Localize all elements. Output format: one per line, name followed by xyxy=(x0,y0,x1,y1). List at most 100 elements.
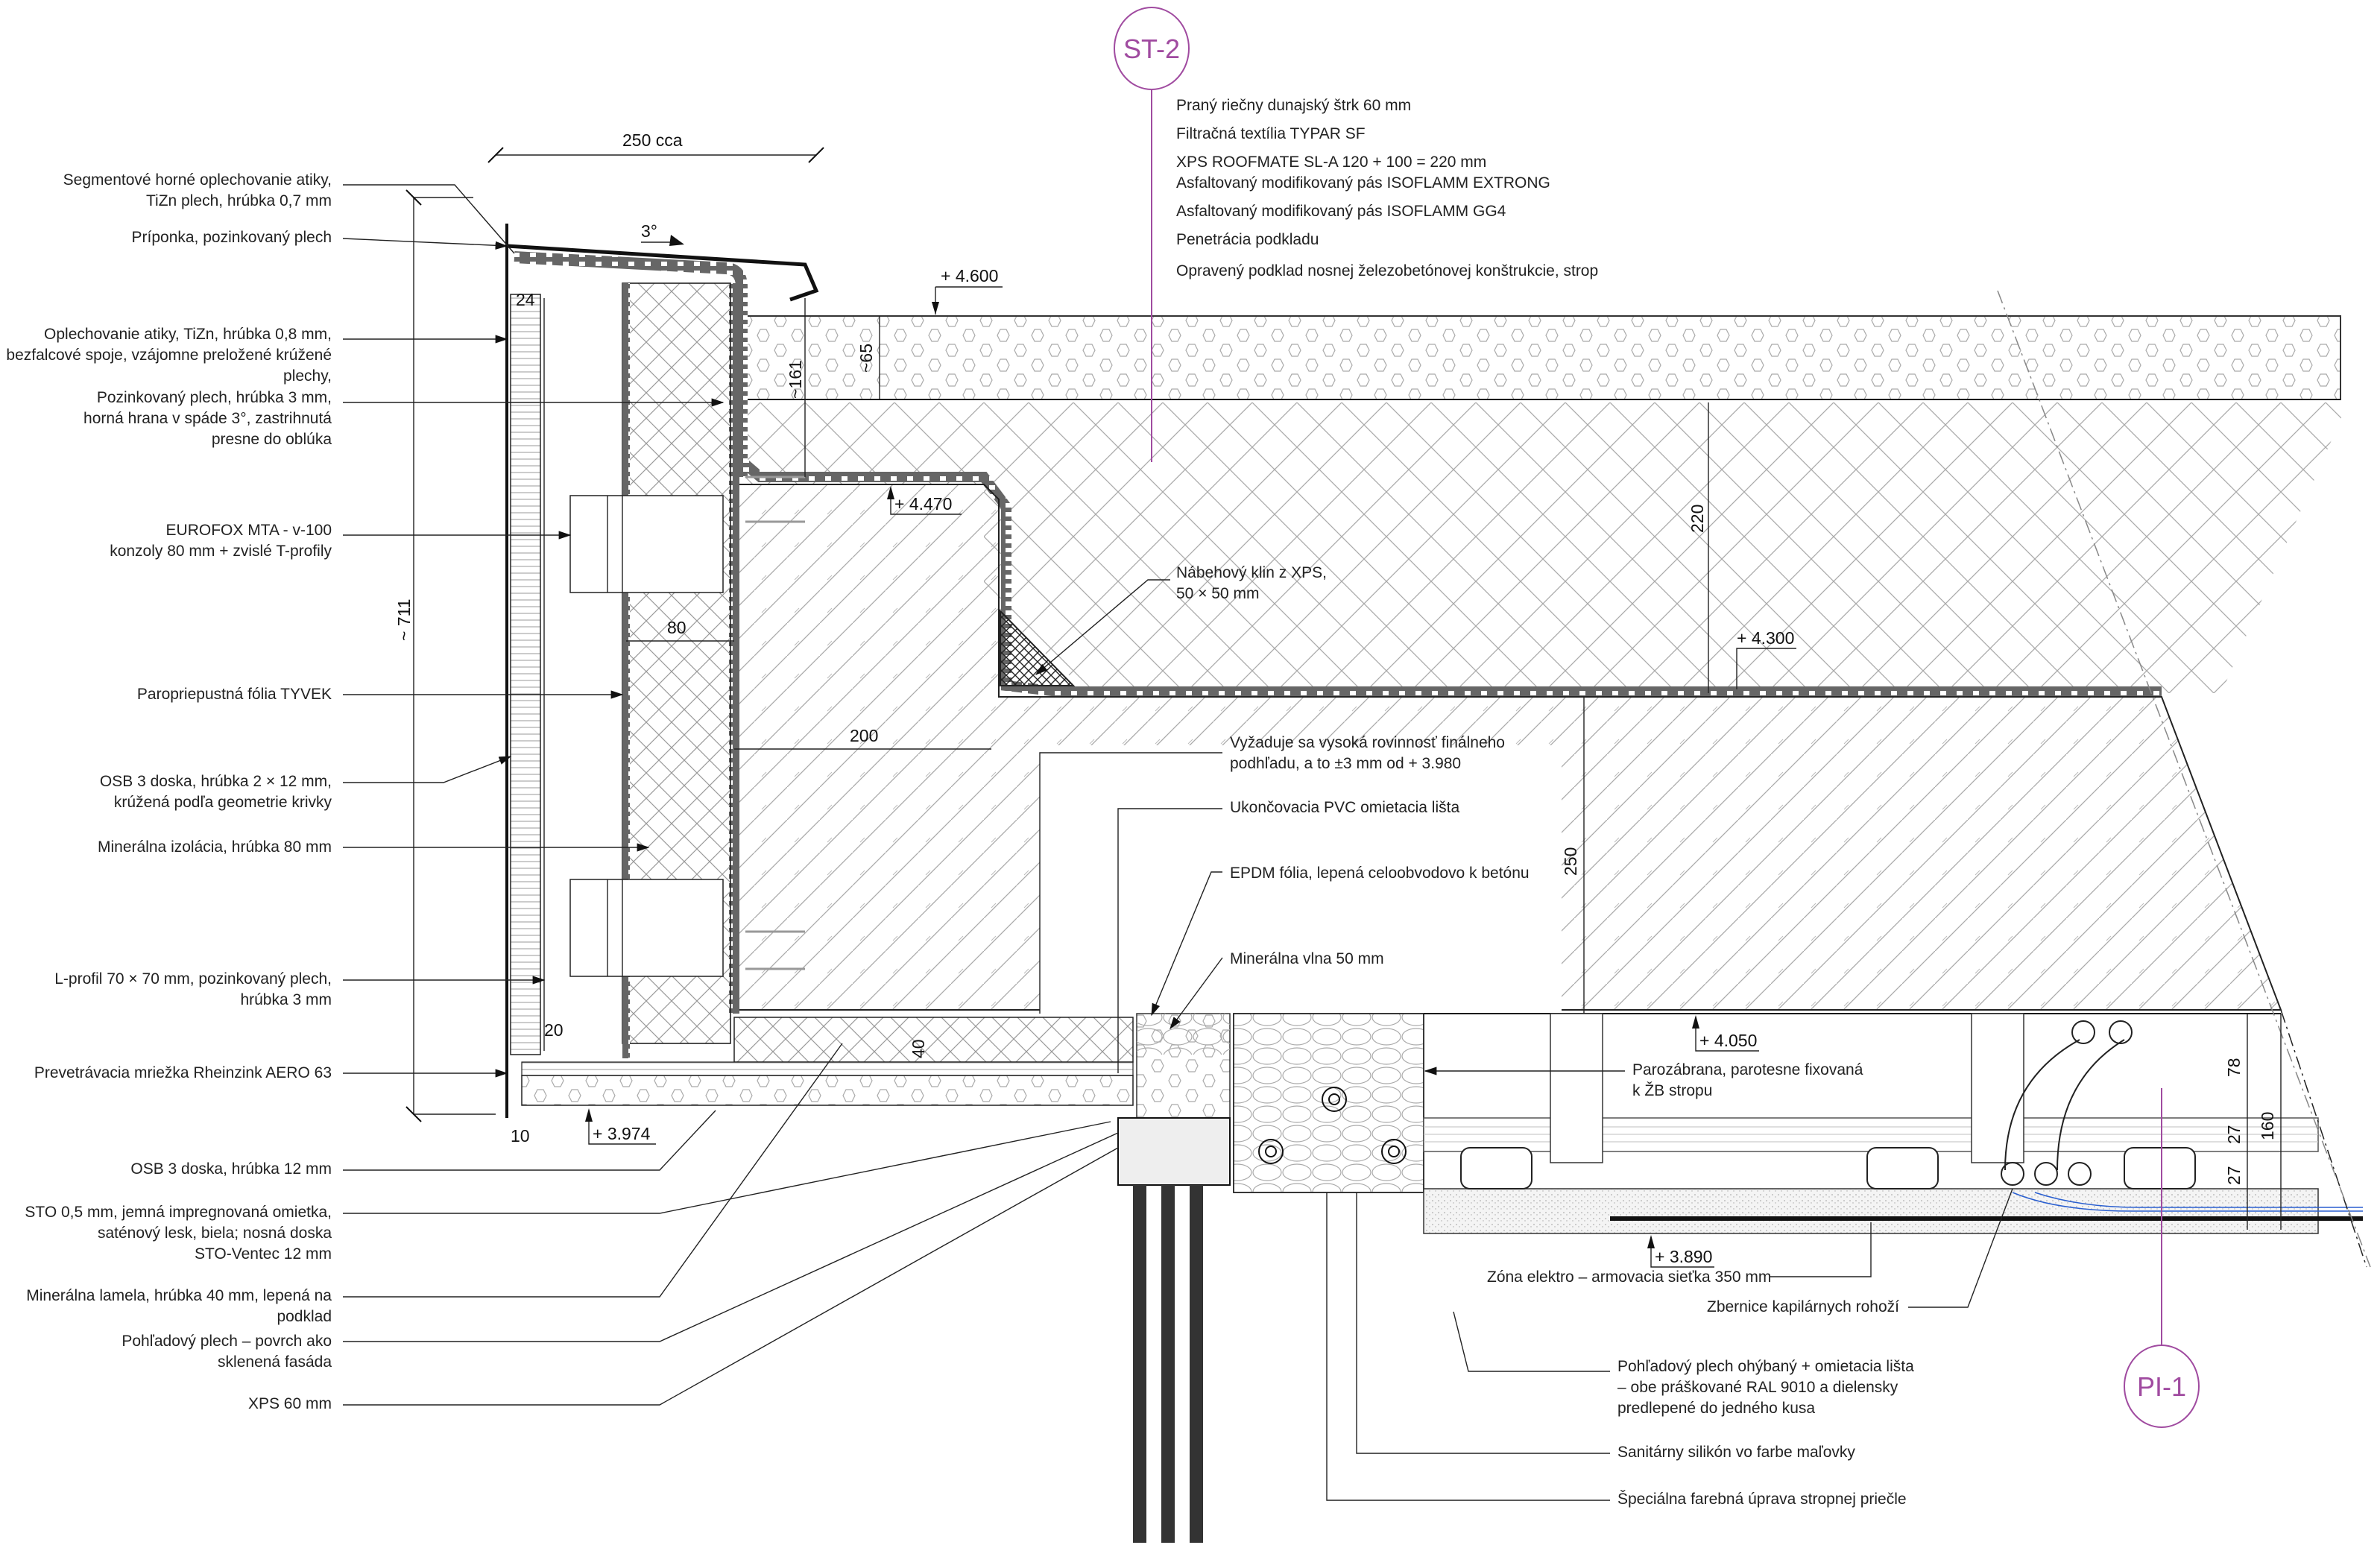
svg-text:+ 4.050: + 4.050 xyxy=(1699,1031,1757,1050)
svg-text:bezfalcové spoje, vzájomne pre: bezfalcové spoje, vzájomne preložené krú… xyxy=(6,347,332,364)
svg-text:Paropriepustná fólia TYVEK: Paropriepustná fólia TYVEK xyxy=(137,686,332,703)
soffit-xps xyxy=(521,1075,1134,1106)
svg-text:L-profil 70 × 70 mm, pozinkova: L-profil 70 × 70 mm, pozinkovaný plech, xyxy=(54,970,332,988)
svg-text:STO 0,5 mm, jemná impregnovaná: STO 0,5 mm, jemná impregnovaná omietka, xyxy=(25,1204,332,1221)
svg-text:Zbernice kapilárnych rohoží: Zbernice kapilárnych rohoží xyxy=(1707,1298,1899,1315)
label-osb-2x12: OSB 3 doska, hrúbka 2 × 12 mm, krúžená p… xyxy=(100,756,512,811)
facade-cladding xyxy=(510,294,541,1055)
window-frame xyxy=(1117,1117,1231,1186)
svg-text:Príponka, pozinkovaný plech: Príponka, pozinkovaný plech xyxy=(132,229,332,246)
section-bubble-st2: ST-2 xyxy=(1114,7,1190,462)
label-zona-elektro: Zóna elektro – armovacia sieťka 350 mm xyxy=(1487,1222,1872,1286)
label-mineral-lamela: Minerálna lamela, hrúbka 40 mm, lepená n… xyxy=(26,1043,843,1325)
glass-panes xyxy=(1133,1185,1203,1543)
svg-text:Minerálna lamela, hrúbka 40 mm: Minerálna lamela, hrúbka 40 mm, lepená n… xyxy=(26,1287,332,1304)
label-silikon: Sanitárny silikón vo farbe maľovky xyxy=(1356,1192,1855,1461)
svg-text:220: 220 xyxy=(1688,505,1707,533)
dimensions: 250 cca 3° ~ 711 24 80 20 10 ~161 ~65 20… xyxy=(394,130,2282,1230)
ceiling-hangers xyxy=(1550,1013,2024,1163)
level-3974: + 3.974 xyxy=(585,1108,656,1145)
ceiling-profiles xyxy=(1460,1147,2196,1189)
label-pvc-lista: Ukončovacia PVC omietacia lišta xyxy=(1117,799,1459,1073)
svg-text:Minerálna vlna 50 mm: Minerálna vlna 50 mm xyxy=(1230,950,1384,967)
svg-text:Parozábrana, parotesne fixovan: Parozábrana, parotesne fixovaná xyxy=(1632,1061,1863,1078)
svg-text:XPS ROOFMATE SL-A 120 + 100 =: XPS ROOFMATE SL-A 120 + 100 = 220 mm xyxy=(1176,154,1486,171)
xps-wedge xyxy=(1000,609,1076,686)
svg-text:Asfaltovaný modifikovaný pás I: Asfaltovaný modifikovaný pás ISOFLAMM EX… xyxy=(1176,174,1550,192)
svg-text:krúžená podľa geometrie krivky: krúžená podľa geometrie krivky xyxy=(114,794,332,811)
svg-text:OSB 3 doska, hrúbka 12 mm: OSB 3 doska, hrúbka 12 mm xyxy=(130,1160,332,1178)
svg-text:plechy,: plechy, xyxy=(283,367,332,385)
label-specialna-uprava: Špeciálna farebná úprava stropnej priečl… xyxy=(1326,1192,1907,1508)
svg-text:XPS 60 mm: XPS 60 mm xyxy=(248,1395,332,1412)
svg-text:50 × 50 mm: 50 × 50 mm xyxy=(1176,585,1259,602)
gravel-layer xyxy=(745,315,2341,400)
ceiling-beam-wool xyxy=(1233,1013,1424,1193)
svg-text:200: 200 xyxy=(850,726,878,745)
svg-text:Oplechovanie atiky, TiZn, hrúb: Oplechovanie atiky, TiZn, hrúbka 0,8 mm, xyxy=(44,326,332,343)
svg-text:saténový lesk, biela; nosná do: saténový lesk, biela; nosná doska xyxy=(98,1225,332,1242)
svg-text:24: 24 xyxy=(516,290,535,309)
level-3890: + 3.890 xyxy=(1647,1235,1714,1268)
svg-text:Prevetrávacia mriežka Rheinzin: Prevetrávacia mriežka Rheinzink AERO 63 xyxy=(34,1064,332,1081)
svg-text:Opravený podklad nosnej železo: Opravený podklad nosnej železobetónovej … xyxy=(1176,262,1598,279)
label-sto: STO 0,5 mm, jemná impregnovaná omietka, … xyxy=(25,1121,1111,1263)
label-parozabrana: Parozábrana, parotesne fixovaná k ŽB str… xyxy=(1424,1061,1863,1099)
roof-xps-insulation xyxy=(730,402,2348,693)
label-aero63: Prevetrávacia mriežka Rheinzink AERO 63 xyxy=(34,1064,508,1081)
label-l-profil: L-profil 70 × 70 mm, pozinkovaný plech, … xyxy=(54,970,546,1008)
label-oplechovanie: Oplechovanie atiky, TiZn, hrúbka 0,8 mm,… xyxy=(6,326,508,385)
svg-text:250: 250 xyxy=(1561,847,1580,876)
svg-text:presne do oblúka: presne do oblúka xyxy=(212,431,332,448)
label-epdm: EPDM fólia, lepená celoobvodovo k betónu xyxy=(1151,865,1530,1017)
svg-text:Špeciálna farebná úprava strop: Špeciálna farebná úprava stropnej priečl… xyxy=(1617,1491,1907,1508)
section-bubble-pi1: PI-1 xyxy=(2124,1088,2200,1428)
svg-text:250 cca: 250 cca xyxy=(622,130,683,150)
label-osb-12: OSB 3 doska, hrúbka 12 mm xyxy=(130,1110,716,1178)
svg-text:27: 27 xyxy=(2224,1125,2244,1144)
svg-text:horná hrana v spáde 3°, zastri: horná hrana v spáde 3°, zastrihnutá xyxy=(83,410,332,427)
svg-text:Filtračná textília TYPAR SF: Filtračná textília TYPAR SF xyxy=(1176,125,1366,142)
svg-text:Penetrácia podkladu: Penetrácia podkladu xyxy=(1176,231,1319,248)
svg-text:~65: ~65 xyxy=(856,344,876,373)
svg-text:Nábehový klin z XPS,: Nábehový klin z XPS, xyxy=(1176,564,1327,581)
label-xps60: XPS 60 mm xyxy=(248,1147,1119,1412)
label-tyvek: Paropriepustná fólia TYVEK xyxy=(137,686,624,703)
svg-text:konzoly 80 mm + zvislé T-profi: konzoly 80 mm + zvislé T-profily xyxy=(110,543,332,560)
svg-text:PI-1: PI-1 xyxy=(2137,1371,2186,1402)
svg-text:TiZn plech, hrúbka 0,7 mm: TiZn plech, hrúbka 0,7 mm xyxy=(146,192,332,209)
label-eurofox: EUROFOX MTA - v-100 konzoly 80 mm + zvis… xyxy=(110,522,572,560)
svg-text:+ 4.470: + 4.470 xyxy=(894,494,952,514)
label-pozinkovany: Pozinkovaný plech, hrúbka 3 mm, horná hr… xyxy=(83,389,725,448)
svg-text:Minerálna izolácia, hrúbka 80: Minerálna izolácia, hrúbka 80 mm xyxy=(98,838,332,856)
svg-text:STO-Ventec 12 mm: STO-Ventec 12 mm xyxy=(195,1245,332,1263)
svg-text:ST-2: ST-2 xyxy=(1123,34,1180,64)
label-mineral-80: Minerálna izolácia, hrúbka 80 mm xyxy=(98,838,650,856)
svg-text:Pohľadový plech – povrch ako: Pohľadový plech – povrch ako xyxy=(121,1333,332,1350)
svg-text:3°: 3° xyxy=(641,221,657,241)
svg-text:20: 20 xyxy=(544,1020,564,1040)
collector-pipes xyxy=(2001,1020,2133,1186)
label-pohladovy: Pohľadový plech – povrch ako sklenená fa… xyxy=(121,1132,1119,1371)
svg-text:27: 27 xyxy=(2224,1166,2244,1185)
svg-text:k ŽB stropu: k ŽB stropu xyxy=(1632,1082,1712,1099)
svg-text:40: 40 xyxy=(909,1039,928,1058)
svg-text:Zóna elektro – armovacia sieťk: Zóna elektro – armovacia sieťka 350 mm xyxy=(1487,1268,1771,1286)
svg-text:sklenená fasáda: sklenená fasáda xyxy=(218,1353,332,1371)
svg-text:OSB 3 doska, hrúbka 2 × 12 mm,: OSB 3 doska, hrúbka 2 × 12 mm, xyxy=(100,773,332,790)
svg-text:~ 711: ~ 711 xyxy=(394,599,414,642)
svg-text:Asfaltovaný modifikovaný pás I: Asfaltovaný modifikovaný pás ISOFLAMM GG… xyxy=(1176,203,1506,220)
svg-text:hrúbka 3 mm: hrúbka 3 mm xyxy=(240,991,332,1008)
svg-text:+ 4.300: + 4.300 xyxy=(1737,628,1794,648)
svg-text:+ 4.600: + 4.600 xyxy=(941,266,998,285)
middle-annotations: Nábehový klin z XPS, 50 × 50 mm Vyžaduje… xyxy=(1035,564,1530,1073)
svg-text:Vyžaduje sa vysoká rovinnosť f: Vyžaduje sa vysoká rovinnosť finálneho xyxy=(1230,734,1505,751)
left-annotations: Segmentové horné oplechovanie atiky, TiZ… xyxy=(6,171,1119,1412)
svg-text:~161: ~161 xyxy=(786,360,805,399)
svg-text:+ 3.890: + 3.890 xyxy=(1655,1247,1712,1266)
level-4600: + 4.600 xyxy=(932,266,1003,315)
svg-text:Pohľadový plech ohýbaný + omie: Pohľadový plech ohýbaný + omietacia lišt… xyxy=(1617,1358,1914,1375)
svg-text:Praný riečny dunajský štrk 60: Praný riečny dunajský štrk 60 mm xyxy=(1176,97,1411,114)
svg-text:10: 10 xyxy=(511,1126,530,1146)
